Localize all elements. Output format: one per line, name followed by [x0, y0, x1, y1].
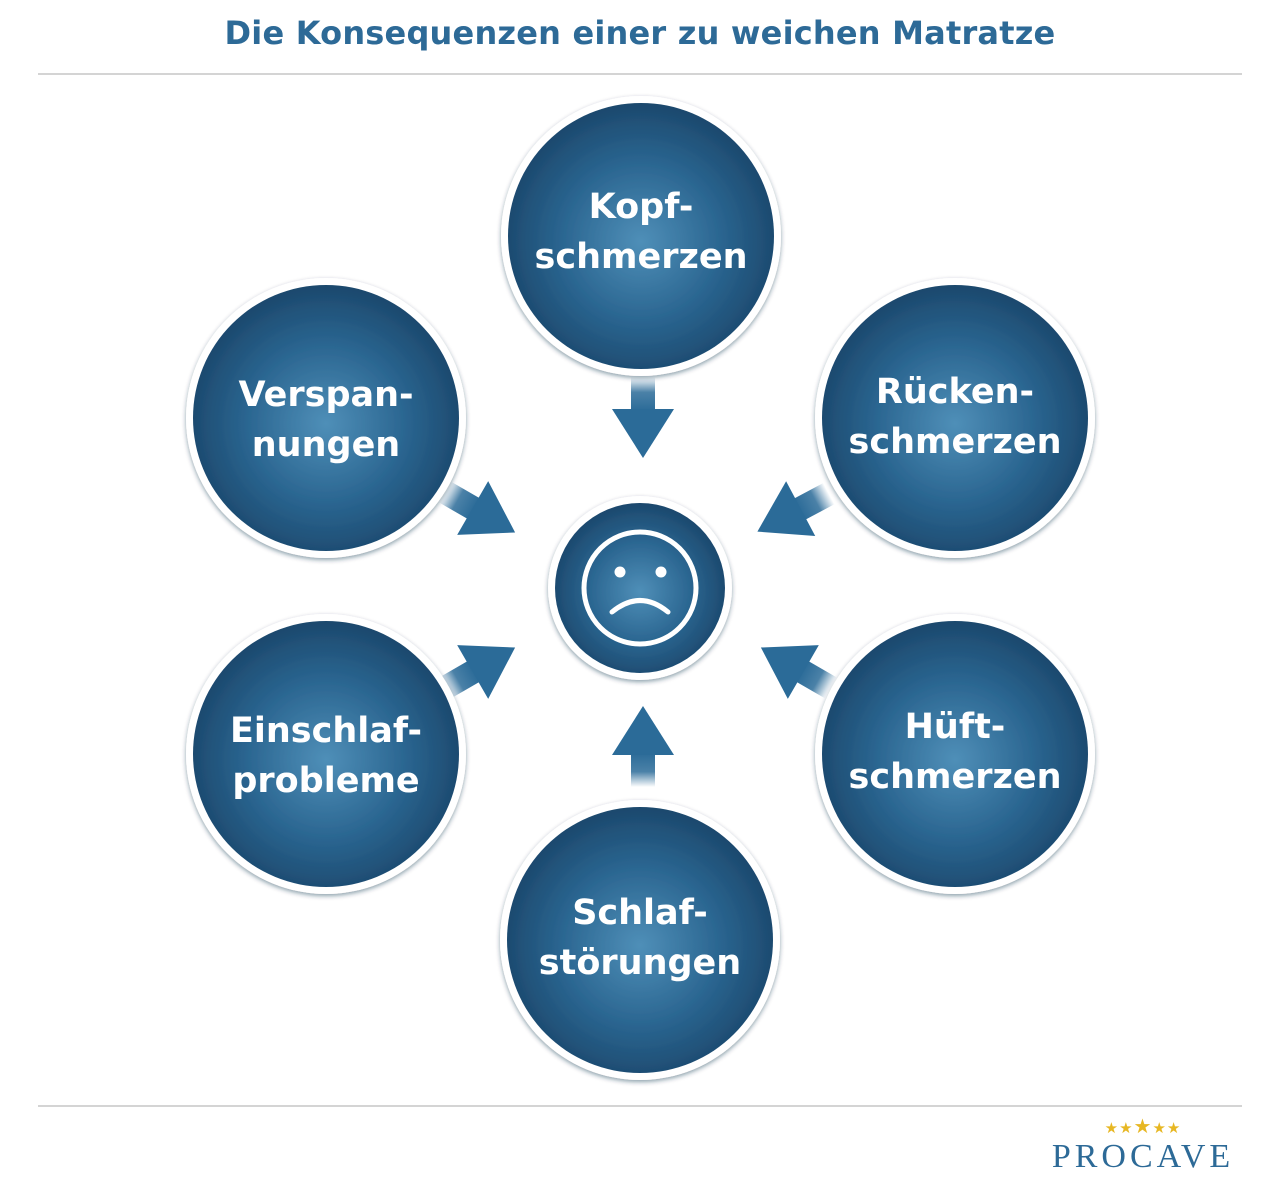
node-kopfschmerzen: Kopf- schmerzen	[501, 96, 781, 376]
node-verspannungen: Verspan- nungen	[186, 278, 466, 558]
procave-logo: ★★★★★ PROCAVE	[1040, 1116, 1246, 1180]
center-circle	[548, 496, 732, 680]
node-rueckenschmerzen: Rücken- schmerzen	[815, 278, 1095, 558]
arrow-from-rueckenschmerzen	[742, 466, 844, 559]
node-label-line1: Rücken-	[876, 372, 1034, 412]
node-label-line2: schmerzen	[849, 757, 1062, 797]
node-label-line1: Einschlaf-	[230, 711, 422, 751]
node-hueftschmerzen: Hüft- schmerzen	[815, 614, 1095, 894]
top-divider	[38, 73, 1242, 75]
logo-stars-icon: ★★★★★	[1104, 1116, 1182, 1138]
node-label-line1: Verspan-	[238, 375, 413, 415]
node-schlafstoerungen: Schlaf- störungen	[500, 800, 780, 1080]
arrow-from-schlafstoerungen	[612, 706, 674, 787]
node-label-line2: schmerzen	[849, 422, 1062, 462]
diagram-title: Die Konsequenzen einer zu weichen Matrat…	[224, 14, 1056, 52]
bottom-divider	[38, 1105, 1242, 1107]
node-einschlafprobleme: Einschlaf- probleme	[186, 614, 466, 894]
node-label-line2: schmerzen	[535, 237, 748, 277]
logo-wordmark: PROCAVE	[1051, 1138, 1235, 1175]
arrow-from-kopfschmerzen	[612, 377, 674, 458]
node-label-line1: Hüft-	[905, 707, 1006, 747]
node-label-line2: probleme	[232, 761, 419, 801]
node-label-line1: Schlaf-	[572, 893, 708, 933]
node-label-line1: Kopf-	[589, 187, 694, 227]
sad-face-icon	[581, 529, 699, 647]
node-label-line2: nungen	[252, 425, 400, 465]
node-label-line2: störungen	[539, 943, 741, 983]
